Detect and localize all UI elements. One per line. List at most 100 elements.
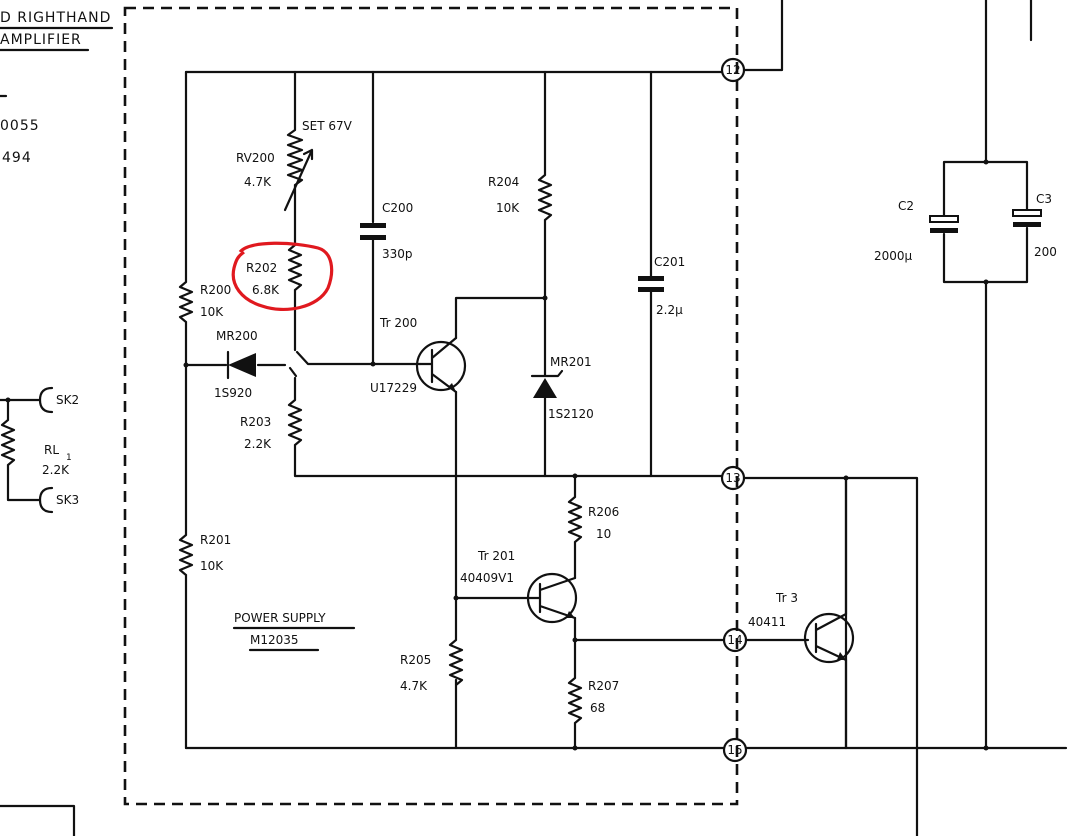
r206-value: 10	[596, 527, 611, 541]
junction	[370, 361, 376, 367]
c201-plate-top	[638, 276, 664, 281]
r203-ref: R203	[240, 415, 271, 429]
c201-ref: C201	[654, 255, 685, 269]
sk2-symbol	[38, 386, 54, 414]
r203-value: 2.2K	[244, 437, 272, 451]
r201-ref: R201	[200, 533, 231, 547]
c3-ref: C3	[1036, 192, 1052, 206]
r207-column	[567, 616, 583, 750]
header: D RIGHTHAND AMPLIFIER 0055 494	[0, 10, 114, 166]
c201-plate-bottom	[638, 287, 664, 292]
c201-value: 2.2μ	[656, 303, 683, 317]
tr200-collector	[454, 296, 547, 340]
block-title: POWER SUPPLY	[234, 611, 326, 625]
tr201-part: 40409V1	[460, 571, 514, 585]
tr3-leads	[814, 476, 848, 750]
tr3-emitter-arrow	[837, 652, 846, 660]
c3-value: 200	[1034, 245, 1057, 259]
mr201-zener	[533, 378, 557, 398]
r204-ref: R204	[488, 175, 519, 189]
r202-ref: R202	[246, 261, 277, 275]
node-12: 12	[720, 57, 746, 83]
r202-highlight	[231, 241, 334, 311]
c2-ref: C2	[898, 199, 914, 213]
mr201-part: 1S2120	[548, 407, 594, 421]
c3-plate-top	[1012, 209, 1042, 217]
rl1-value: 2.2K	[42, 463, 70, 477]
tr200-part: U17229	[370, 381, 417, 395]
tap-to-tr200	[295, 350, 422, 366]
block-code: M12035	[250, 633, 299, 647]
r205-value: 4.7K	[400, 679, 428, 693]
tr201-leads	[454, 576, 577, 620]
tr3-part: 40411	[748, 615, 786, 629]
junction	[183, 362, 189, 368]
c200-value: 330p	[382, 247, 413, 261]
wire-node12-out	[742, 0, 784, 72]
header-ref2: 494	[2, 150, 32, 166]
header-ref1: 0055	[0, 118, 40, 134]
mr200-ref: MR200	[216, 329, 258, 343]
rv200-ref: RV200	[236, 151, 275, 165]
node-label: 12	[725, 63, 740, 77]
mr200-part: 1S920	[214, 386, 252, 400]
tap-mark	[288, 366, 298, 378]
header-line1: D RIGHTHAND	[0, 10, 111, 26]
r207-ref: R207	[588, 679, 619, 693]
c2-plate-bottom	[930, 228, 958, 233]
r204-value: 10K	[496, 201, 520, 215]
r200-value: 10K	[200, 305, 224, 319]
r201-value: 10K	[200, 559, 224, 573]
mr200-diode	[228, 353, 256, 377]
module-boundary	[123, 6, 739, 806]
c200-plate-top	[360, 223, 386, 228]
tr3-symbol	[803, 612, 855, 664]
junction	[572, 745, 578, 751]
c200-ref: C200	[382, 201, 413, 215]
tr200-emitter-arrow	[448, 383, 456, 392]
rl1-ref: RL	[44, 443, 59, 457]
cap-bank-wires	[942, 0, 1033, 750]
r205-column	[448, 390, 464, 750]
junction	[983, 279, 989, 285]
lower-left-box	[0, 804, 76, 836]
r206-ref: R206	[588, 505, 619, 519]
c2-value: 2000μ	[874, 249, 913, 263]
c3-plate-bottom	[1013, 222, 1041, 227]
tr200-leads	[418, 336, 458, 394]
rv200-wiper-arrow	[283, 148, 314, 212]
sk3-symbol	[38, 486, 54, 514]
c2-plate-top	[929, 215, 959, 223]
r204-mr201-column	[537, 70, 553, 478]
node-15: 15	[722, 737, 748, 763]
node-13: 13	[720, 465, 746, 491]
junction	[572, 473, 578, 479]
tr200-symbol	[415, 340, 467, 392]
r200-ref: R200	[200, 283, 231, 297]
rv200-value: 4.7K	[244, 175, 272, 189]
mr201-bar	[530, 369, 564, 378]
c200-plate-bottom	[360, 235, 386, 240]
node-label: 15	[727, 743, 742, 757]
tr201-emitter-arrow	[566, 611, 575, 618]
rl1-sub: 1	[66, 453, 72, 463]
r206-column	[567, 474, 583, 580]
junction	[5, 397, 11, 403]
r207-value: 68	[590, 701, 605, 715]
r202-value: 6.8K	[252, 283, 280, 297]
left-rail	[178, 70, 194, 750]
divider-column	[286, 70, 724, 478]
node-label: 13	[725, 471, 740, 485]
node-label: 14	[727, 633, 742, 647]
sk2-label: SK2	[56, 393, 79, 407]
mr201-ref: MR201	[550, 355, 592, 369]
rl1-wires	[0, 398, 42, 502]
wire-node13-out	[742, 476, 919, 836]
tr200-ref: Tr 200	[379, 316, 417, 330]
junction	[542, 295, 548, 301]
junction	[983, 745, 989, 751]
header-line2: AMPLIFIER	[0, 32, 82, 48]
node-14: 14	[722, 627, 748, 653]
junction	[572, 637, 578, 643]
